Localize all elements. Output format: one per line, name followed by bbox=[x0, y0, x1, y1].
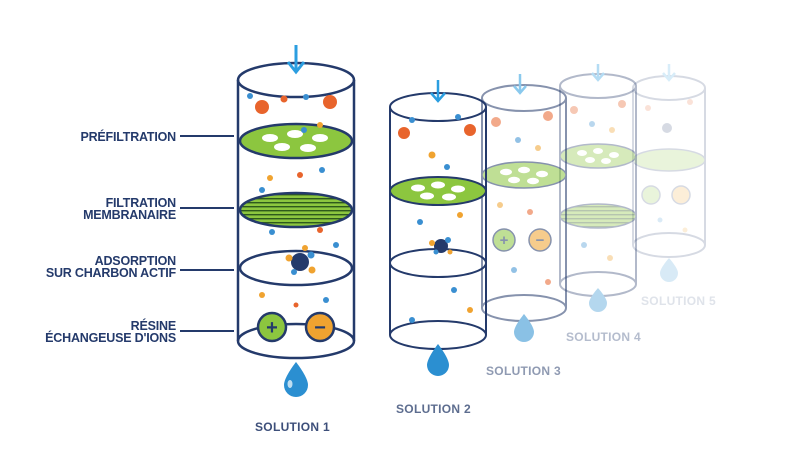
label-resine-line2: ÉCHANGEUSE D'IONS bbox=[45, 331, 176, 345]
solution-1-label: SOLUTION 1 bbox=[255, 420, 331, 434]
column-solution-3: + − bbox=[481, 74, 567, 342]
solution-5-label: SOLUTION 5 bbox=[641, 294, 717, 308]
label-adsorption: ADSORPTION SUR CHARBON ACTIF bbox=[45, 254, 177, 280]
column-solution-2 bbox=[389, 80, 487, 376]
label-filtration-line2: MEMBRANAIRE bbox=[83, 208, 176, 222]
label-filtration-membranaire: FILTRATION MEMBRANAIRE bbox=[83, 196, 177, 222]
svg-text:+: + bbox=[266, 317, 278, 339]
svg-text:+: + bbox=[500, 232, 509, 249]
label-prefiltration-text: PRÉFILTRATION bbox=[80, 130, 176, 144]
label-connectors bbox=[180, 135, 234, 332]
solution-3-label: SOLUTION 3 bbox=[486, 364, 562, 378]
label-prefiltration: PRÉFILTRATION bbox=[80, 130, 176, 144]
label-adsorption-line2: SUR CHARBON ACTIF bbox=[45, 266, 176, 280]
label-filtration-line1: FILTRATION bbox=[105, 196, 177, 210]
column-solution-4 bbox=[559, 64, 637, 312]
label-adsorption-line1: ADSORPTION bbox=[94, 254, 177, 268]
column-solution-1: + − bbox=[236, 45, 356, 397]
svg-text:−: − bbox=[536, 232, 545, 249]
solution-2-label: SOLUTION 2 bbox=[396, 402, 472, 416]
solution-4-label: SOLUTION 4 bbox=[566, 330, 642, 344]
label-resine-line1: RÉSINE bbox=[130, 319, 177, 333]
svg-text:−: − bbox=[314, 317, 326, 339]
column-solution-5 bbox=[632, 64, 706, 282]
label-resine: RÉSINE ÉCHANGEUSE D'IONS bbox=[45, 319, 177, 345]
